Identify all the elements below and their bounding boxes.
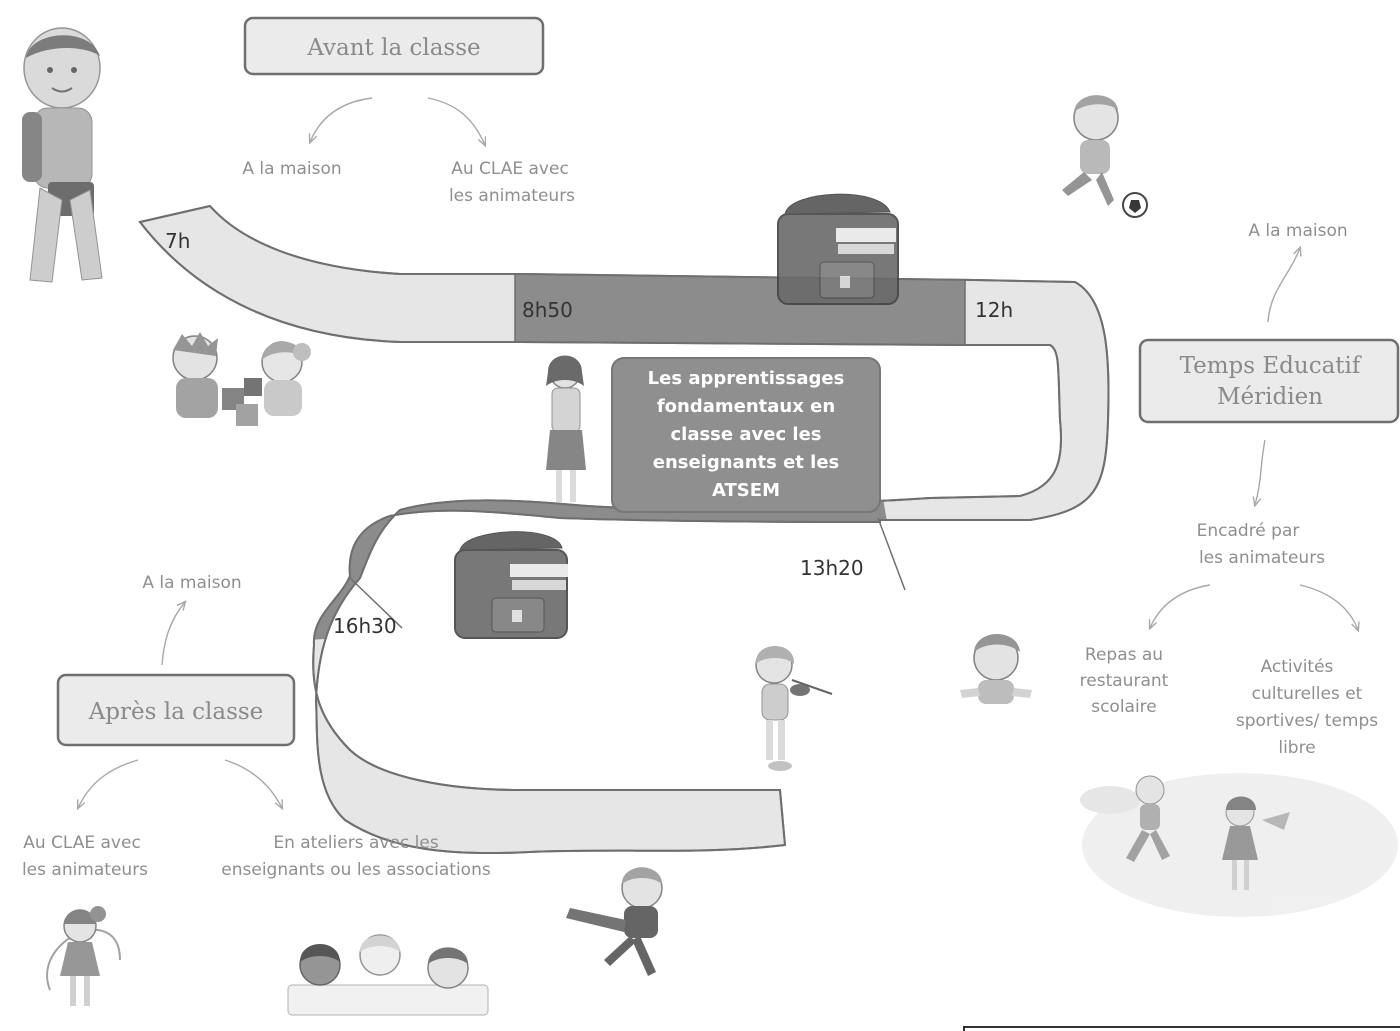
- center-line-5: ATSEM: [712, 480, 780, 501]
- label-repas-3: scolaire: [1091, 697, 1157, 717]
- divider-13h20: [877, 517, 906, 591]
- label-activites-2: culturelles et: [1252, 684, 1363, 704]
- box-temps-line2: Méridien: [1217, 384, 1323, 410]
- time-13h20: 13h20: [800, 556, 864, 580]
- bottom-frame-corner: [963, 1026, 1400, 1031]
- time-7h: 7h: [165, 229, 190, 253]
- label-apres-clae-1: Au CLAE avec: [23, 833, 141, 853]
- center-line-1: Les apprentissages: [648, 368, 845, 389]
- time-16h30: 16h30: [333, 614, 397, 638]
- label-activites-1: Activités: [1261, 657, 1334, 677]
- label-activites-3: sportives/ temps: [1236, 711, 1378, 731]
- time-12h: 12h: [975, 298, 1013, 322]
- box-apres-la-classe: Après la classe: [56, 673, 296, 747]
- label-encadre-2: les animateurs: [1199, 548, 1325, 568]
- arrow-midi-maison: [1267, 248, 1300, 323]
- arrow-encadre: [1255, 439, 1266, 505]
- arrows: [78, 97, 1358, 808]
- school-satchel-illustration-2: [454, 531, 568, 639]
- arrow-avant-maison: [310, 97, 373, 142]
- arrow-ateliers: [224, 759, 282, 808]
- center-line-4: enseignants et les: [653, 452, 840, 473]
- label-avant-maison: A la maison: [242, 159, 341, 179]
- center-line-3: classe avec les: [670, 424, 821, 445]
- center-line-2: fondamentaux en: [657, 396, 835, 417]
- box-temps-educatif: Temps Educatif Méridien: [1138, 338, 1400, 424]
- girl-playing-soccer-illustration: [1062, 95, 1148, 218]
- school-satchel-illustration-1: [777, 193, 899, 305]
- label-ateliers-1: En ateliers avec les: [273, 833, 438, 853]
- label-avant-clae-2: les animateurs: [449, 186, 575, 206]
- boy-karate-kick-illustration: [566, 867, 663, 976]
- timeline-road: [139, 205, 1110, 855]
- box-avant-la-classe: Avant la classe: [243, 16, 545, 76]
- teacher-illustration: [546, 355, 586, 502]
- label-apres-clae-2: les animateurs: [22, 860, 148, 880]
- girl-playing-violin-illustration: [755, 646, 833, 771]
- label-ateliers-2: enseignants ou les associations: [221, 860, 491, 880]
- arrow-apres-clae: [78, 759, 139, 808]
- label-midi-maison: A la maison: [1248, 221, 1347, 241]
- label-repas-2: restaurant: [1080, 671, 1169, 691]
- arrow-avant-clae: [427, 97, 485, 145]
- arrow-apres-maison: [161, 602, 185, 666]
- box-apres-label: Après la classe: [88, 699, 264, 725]
- kids-playing-blocks-illustration: [172, 332, 311, 426]
- boy-waving-illustration: [960, 634, 1032, 704]
- divider-16h30: [349, 577, 403, 629]
- arrow-activites: [1299, 584, 1358, 630]
- label-encadre-1: Encadré par: [1197, 521, 1300, 541]
- box-temps-line1: Temps Educatif: [1180, 353, 1362, 379]
- arrow-repas: [1150, 584, 1211, 628]
- label-apres-maison: A la maison: [142, 573, 241, 593]
- girl-jumping-rope-illustration: [46, 906, 121, 1006]
- kids-playing-in-park-illustration: [1080, 773, 1398, 917]
- kids-drawing-illustration: [287, 934, 489, 1016]
- time-8h50: 8h50: [522, 298, 573, 322]
- boy-with-backpack-illustration: [22, 27, 103, 283]
- label-activites-4: libre: [1278, 738, 1315, 758]
- box-avant-label: Avant la classe: [306, 35, 480, 61]
- label-avant-clae-1: Au CLAE avec: [451, 159, 569, 179]
- label-repas-1: Repas au: [1085, 645, 1163, 665]
- box-apprentissages: Les apprentissages fondamentaux en class…: [611, 357, 881, 513]
